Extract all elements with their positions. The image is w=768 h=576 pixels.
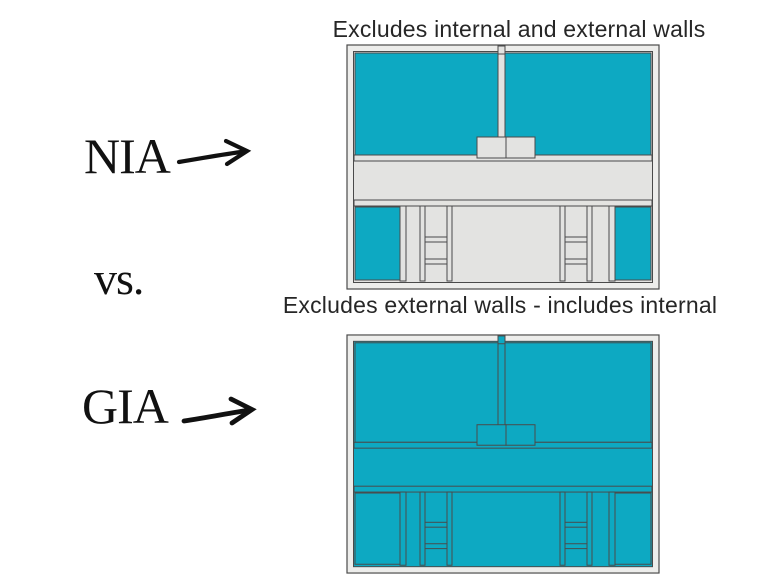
gia-caption: Excludes external walls - includes inter…	[282, 292, 718, 318]
floor-plan-gia	[346, 334, 660, 574]
arrow-right-icon	[176, 138, 252, 167]
nia-label: NIA	[84, 128, 171, 184]
nia-caption: Excludes internal and external walls	[332, 16, 706, 42]
gia-label: GIA	[82, 378, 169, 434]
floor-plan-nia	[346, 44, 660, 290]
vs-label: vs.	[94, 253, 144, 304]
arrow-right-icon	[181, 396, 257, 426]
